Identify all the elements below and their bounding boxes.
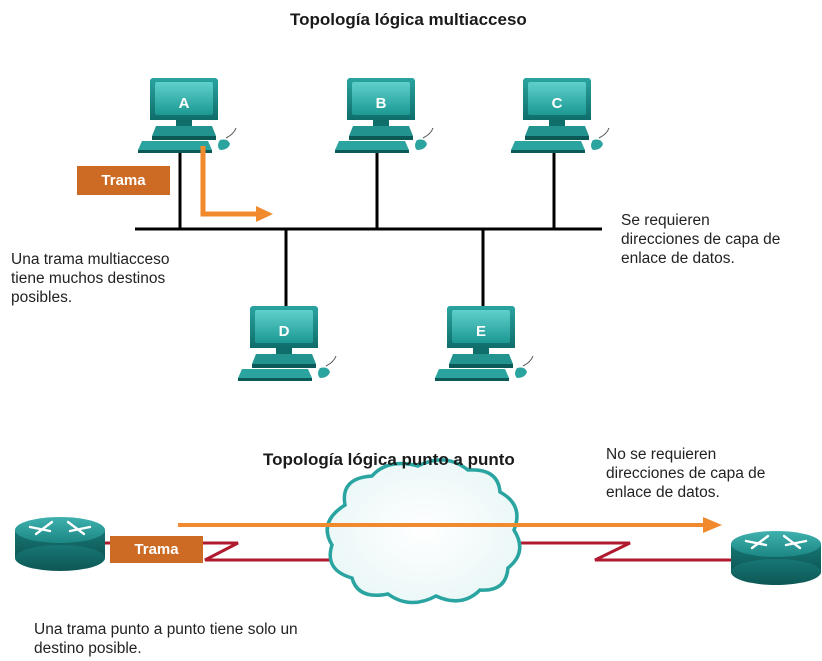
multiaccess-left-note: Una trama multiacceso tiene muchos desti… bbox=[11, 250, 170, 307]
note-line: tiene muchos destinos bbox=[11, 270, 166, 287]
host-label-c: C bbox=[552, 95, 563, 112]
multiaccess-right-note: Se requieren direcciones de capa de enla… bbox=[621, 211, 780, 268]
note-line: No se requieren bbox=[606, 446, 717, 463]
computer-icon-c bbox=[510, 77, 610, 154]
computer-icon-e bbox=[434, 305, 534, 382]
note-line: enlace de datos. bbox=[606, 484, 720, 501]
frame-tag-p2p: Trama bbox=[110, 536, 203, 563]
host-label-a: A bbox=[179, 95, 190, 112]
computer-icon-d bbox=[237, 305, 337, 382]
serial-link-right bbox=[512, 541, 742, 562]
cloud-icon bbox=[325, 458, 522, 605]
host-label-e: E bbox=[476, 323, 486, 340]
note-line: direcciones de capa de bbox=[606, 465, 766, 482]
note-line: destino posible. bbox=[34, 640, 142, 657]
p2p-bottom-note: Una trama punto a punto tiene solo un de… bbox=[34, 620, 298, 658]
note-line: Se requieren bbox=[621, 212, 710, 229]
note-line: direcciones de capa de bbox=[621, 231, 781, 248]
multiaccess-title: Topología lógica multiacceso bbox=[290, 10, 527, 29]
router-icon-right bbox=[729, 529, 822, 587]
note-line: Una trama punto a punto tiene solo un bbox=[34, 621, 298, 638]
p2p-title: Topología lógica punto a punto bbox=[263, 450, 515, 469]
frame-arrow-icon-p2p bbox=[178, 517, 722, 533]
note-line: Una trama multiacceso bbox=[11, 251, 170, 268]
note-line: posibles. bbox=[11, 289, 73, 306]
frame-arrow-icon bbox=[200, 146, 273, 222]
host-label-b: B bbox=[376, 95, 387, 112]
host-label-d: D bbox=[279, 323, 290, 340]
router-icon-left bbox=[13, 515, 107, 573]
computer-icon-b bbox=[334, 77, 434, 154]
computer-icon-a bbox=[137, 77, 237, 154]
note-line: enlace de datos. bbox=[621, 250, 735, 267]
p2p-right-note: No se requieren direcciones de capa de e… bbox=[606, 445, 765, 502]
frame-tag: Trama bbox=[77, 166, 170, 195]
